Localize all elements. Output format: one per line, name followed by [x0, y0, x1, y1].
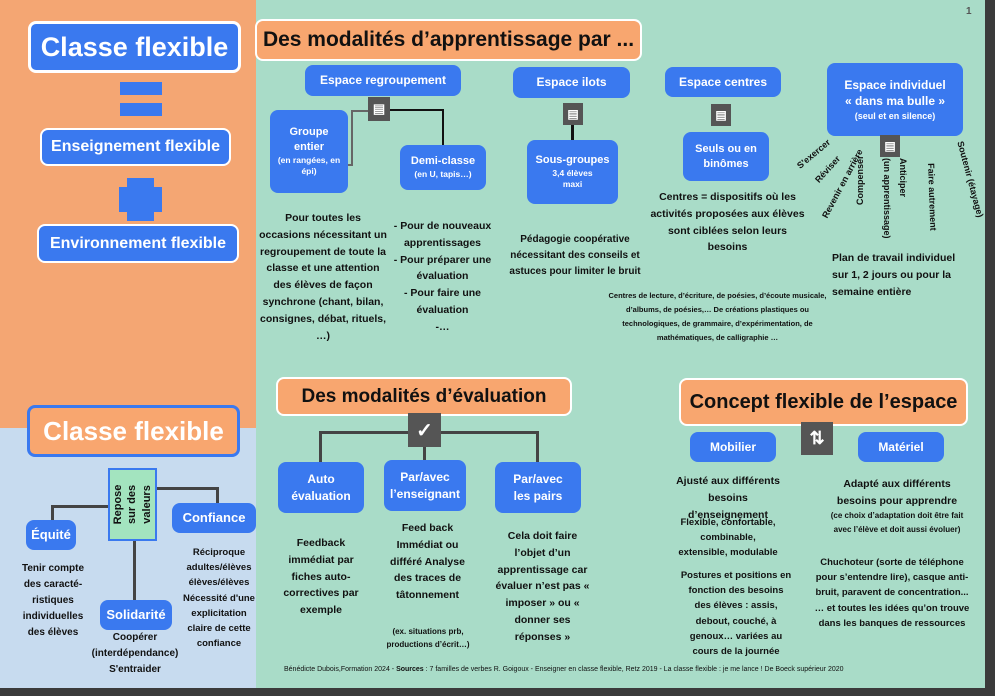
seuls-binomes-box: Seuls ou en binômes — [683, 132, 769, 181]
plus-icon-bar — [119, 187, 162, 212]
mobilier-text-1: Ajusté aux différents besoins d’enseigne… — [676, 475, 780, 521]
enseignant-sub: (ex. situations prb, productions d’écrit… — [386, 627, 470, 649]
footer-credits: Bénédicte Dubois,Formation 2024 - Source… — [284, 666, 844, 673]
mobilier-text-3: Postures et positions en fonction des be… — [680, 570, 792, 657]
connector — [348, 164, 353, 166]
sous-groupes-box: Sous-groupes 3,4 élèves maxi — [527, 140, 618, 204]
materiel-text-1: Adapté aux différents besoins pour appre… — [836, 478, 958, 507]
confiance-text: Réciproque adultes/élèves élèves/élèves … — [183, 547, 255, 650]
enseignement-flexible-box: Enseignement flexible — [40, 128, 231, 166]
repose-box: Repose sur des valeurs — [108, 468, 157, 541]
equals-icon-bar — [120, 103, 162, 116]
title-box: Classe flexible — [28, 21, 241, 73]
verb-label: (un apprentissage) — [882, 158, 892, 239]
connector — [442, 109, 444, 146]
connector — [51, 505, 54, 521]
groupe-entier-box: Groupe entier (en rangées, en épi) — [270, 110, 348, 193]
documents-icon: ▤ — [711, 104, 731, 126]
repose-label: Repose sur des valeurs — [112, 484, 153, 525]
espace-centres-box: Espace centres — [665, 67, 781, 97]
regroupement-text: Pour toutes les occasions nécessitant un… — [259, 212, 387, 342]
verb-label: Anticiper — [898, 158, 908, 198]
espace-regroupement-box: Espace regroupement — [305, 65, 461, 96]
documents-icon: ▤ — [880, 135, 900, 157]
verb-label: Compenser — [855, 155, 865, 205]
equite-box: Équité — [26, 520, 76, 550]
connector — [352, 110, 369, 112]
centres-text: Centres = dispositifs où les activités p… — [650, 191, 805, 254]
auto-evaluation-box: Auto évaluation — [278, 462, 364, 513]
demi-classe-text: - Pour de nouveaux apprentissages - Pour… — [390, 218, 495, 336]
footer-sources: : 7 familles de verbes R. Goigoux - Ense… — [423, 666, 844, 673]
connector — [423, 447, 426, 461]
demi-classe-label: Demi-classe — [410, 155, 476, 168]
demi-classe-box: Demi-classe (en U, tapis…) — [400, 145, 486, 190]
connector — [319, 431, 322, 462]
documents-icon: ▤ — [368, 97, 390, 121]
pairs-box: Par/avec les pairs — [495, 462, 581, 513]
connector — [216, 487, 219, 504]
sous-groupes-label: Sous-groupes — [535, 154, 610, 167]
pairs-text: Cela doit faire l’objet d’un apprentissa… — [495, 530, 590, 643]
demi-item: - Pour faire une évaluation — [403, 287, 481, 316]
demi-item: - Pour préparer une évaluation — [393, 253, 492, 283]
environnement-flexible-box: Environnement flexible — [37, 224, 239, 263]
demi-item: - Pour de nouveaux apprentissages — [393, 220, 492, 249]
espace-title: Concept flexible de l’espace — [679, 378, 968, 426]
centres-list: Centres de lecture, d’écriture, de poési… — [608, 291, 827, 342]
connector — [52, 505, 109, 508]
mobilier-text-2: Flexible, confortable, combinable, exten… — [678, 517, 778, 559]
auto-text: Feedback immédiat par fiches auto-correc… — [283, 537, 359, 617]
equite-text: Tenir compte des caracté-ristiques indiv… — [21, 563, 85, 638]
connector — [351, 110, 353, 166]
documents-icon: ▤ — [563, 103, 583, 125]
individuel-label-2: « dans ma bulle » — [844, 94, 946, 109]
connector — [571, 125, 574, 141]
equals-icon — [120, 82, 162, 95]
confiance-box: Confiance — [172, 503, 256, 533]
sous-groupes-sub: 3,4 élèves maxi — [552, 167, 593, 190]
apprentissage-title: Des modalités d’apprentissage par ... — [255, 19, 642, 61]
enseignant-text: Feed back Immédiat ou différé Analyse de… — [390, 522, 465, 602]
solidarite-text: Coopérer (interdépendance) S'entraider — [91, 632, 179, 675]
espace-ilots-box: Espace ilots — [513, 67, 630, 98]
sort-arrows-icon: ⇅ — [801, 422, 833, 455]
materiel-sub: (ce choix d’adaptation doit être fait av… — [830, 511, 964, 534]
connector — [536, 431, 539, 462]
individuel-text: Plan de travail individuel sur 1, 2 jour… — [832, 252, 956, 298]
connector — [389, 109, 444, 111]
connector — [156, 487, 218, 490]
ilots-text: Pédagogie coopérative nécessitant des co… — [509, 234, 641, 277]
enseignant-box: Par/avec l’enseignant — [384, 460, 466, 511]
checkmark-icon: ✓ — [408, 413, 441, 447]
groupe-entier-label: Groupe entier — [289, 126, 329, 154]
page-number: 1 — [966, 6, 972, 17]
values-title-box: Classe flexible — [27, 405, 240, 457]
footer-author: Bénédicte Dubois,Formation 2024 - — [284, 666, 397, 673]
connector — [133, 540, 136, 602]
groupe-entier-sub: (en rangées, en épi) — [277, 154, 341, 177]
individuel-sub: (seul et en silence) — [854, 110, 936, 121]
individuel-label: Espace individuel — [844, 78, 946, 93]
materiel-text-2: Chuchoteur (sorte de téléphone pour s’en… — [814, 557, 970, 629]
mobilier-box: Mobilier — [690, 432, 776, 462]
evaluation-title: Des modalités d’évaluation — [276, 377, 572, 416]
materiel-box: Matériel — [858, 432, 944, 462]
demi-item: -… — [435, 320, 450, 333]
solidarite-box: Solidarité — [100, 600, 172, 630]
footer-sources-label: Sources — [396, 666, 424, 673]
demi-classe-sub: (en U, tapis…) — [414, 169, 472, 180]
espace-individuel-box: Espace individuel « dans ma bulle » (seu… — [827, 63, 963, 136]
